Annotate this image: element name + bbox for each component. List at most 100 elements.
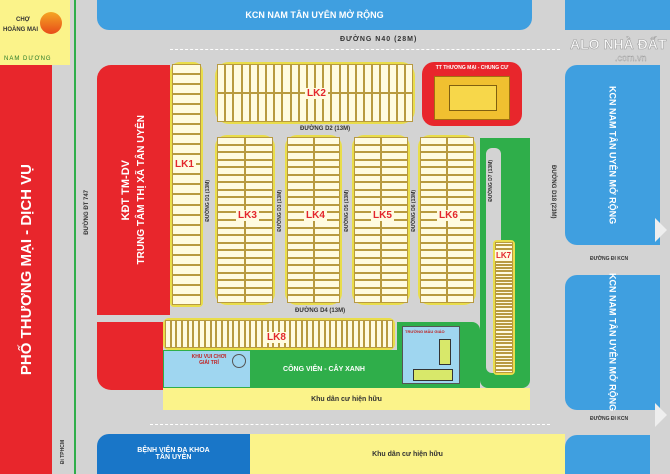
lot-lk5-37 xyxy=(354,272,381,281)
lot-lk8-30 xyxy=(330,320,336,348)
lot-lk2-47 xyxy=(396,93,405,122)
lot-lk6-44 xyxy=(447,295,474,303)
lot-lk4-16 xyxy=(313,189,340,198)
tt-thuong-mai-zone: TT THƯƠNG MẠI - CHUNG CƯ xyxy=(422,62,522,126)
lot-lk3-10 xyxy=(245,167,273,175)
lot-lk7-9 xyxy=(495,268,513,272)
lot-lk2-39 xyxy=(331,93,340,122)
road-label-d2: ĐƯỜNG D2 (13M) xyxy=(300,126,351,132)
lot-lk8-3 xyxy=(176,320,183,348)
block-label-lk1: LK1 xyxy=(173,159,196,170)
block-lk6: LK6 xyxy=(418,135,476,305)
kcn-right-zone-1: KCN NAM TÂN UYÊN MỞ RỘNG xyxy=(565,65,660,245)
lot-lk4-4 xyxy=(313,144,340,153)
lot-lk8-10 xyxy=(216,320,222,348)
lot-lk7-19 xyxy=(495,300,513,305)
lot-lk2-3 xyxy=(233,64,242,93)
lot-lk4-13 xyxy=(287,182,314,190)
lot-lk1-16 xyxy=(172,214,201,225)
road-label-d4: ĐƯỜNG D4 (13M) xyxy=(295,308,346,314)
lot-lk4-11 xyxy=(287,174,314,183)
lot-lk1-3 xyxy=(172,84,201,95)
lot-lk3-1 xyxy=(217,137,245,145)
lot-lk5-6 xyxy=(381,152,408,160)
lot-lk7-28 xyxy=(495,330,513,334)
lot-lk1-12 xyxy=(172,174,201,185)
lot-lk6-16 xyxy=(447,189,474,198)
lot-lk3-12 xyxy=(245,174,273,183)
lot-lk7-2 xyxy=(495,245,513,249)
lot-lk5-11 xyxy=(354,174,381,183)
lot-lk3-11 xyxy=(217,174,245,183)
lot-lk4-1 xyxy=(287,137,314,145)
lot-lk7-11 xyxy=(495,274,513,278)
lot-lk3-38 xyxy=(245,272,273,281)
lot-lk5-10 xyxy=(381,167,408,175)
lot-lk3-41 xyxy=(217,287,245,296)
lot-lk7-15 xyxy=(495,287,513,291)
lot-lk2-42 xyxy=(355,93,364,122)
lot-lk5-13 xyxy=(354,182,381,190)
lot-lk5-24 xyxy=(381,219,408,228)
lot-lk7-33 xyxy=(495,346,513,351)
lot-lk3-9 xyxy=(217,167,245,175)
kcn-right-zone-3 xyxy=(565,435,650,474)
lot-lk7-16 xyxy=(495,290,513,295)
lot-lk3-37 xyxy=(217,272,245,281)
lot-lk5-31 xyxy=(354,250,381,258)
lot-lk5-34 xyxy=(381,257,408,266)
block-lk2: LK2 xyxy=(215,62,415,124)
lot-lk8-31 xyxy=(335,320,342,348)
watermark-domain: .com.vn xyxy=(615,53,647,63)
lot-lk6-8 xyxy=(447,159,474,168)
lot-lk6-4 xyxy=(447,144,474,153)
lot-lk8-33 xyxy=(347,320,354,348)
lot-lk8-25 xyxy=(301,320,308,348)
lot-lk3-20 xyxy=(245,204,273,213)
lot-lk3-17 xyxy=(217,197,245,205)
lot-lk1-5 xyxy=(172,104,201,115)
arrow-right-icon xyxy=(655,218,667,242)
lot-lk2-24 xyxy=(404,64,413,93)
block-lk7: LK7 xyxy=(493,240,515,375)
lot-lk2-11 xyxy=(298,64,307,93)
lot-lk6-15 xyxy=(420,189,447,198)
block-label-lk5: LK5 xyxy=(371,210,394,221)
khu-dan-cu-zone-2: Khu dân cư hiện hữu xyxy=(250,434,565,474)
lot-lk3-18 xyxy=(245,197,273,205)
road-label-d6: ĐƯỜNG D6 (13M) xyxy=(411,190,417,232)
lot-lk2-25 xyxy=(217,93,226,122)
lot-lk8-6 xyxy=(193,320,200,348)
lot-lk7-20 xyxy=(495,304,513,308)
lot-lk7-30 xyxy=(495,336,513,341)
lot-lk6-37 xyxy=(420,272,447,281)
lot-lk2-34 xyxy=(290,93,299,122)
block-label-lk8: LK8 xyxy=(265,332,288,343)
lot-lk3-8 xyxy=(245,159,273,168)
lot-lk3-27 xyxy=(217,235,245,243)
lot-lk4-28 xyxy=(313,235,340,243)
lot-lk1-17 xyxy=(172,224,201,235)
lot-lk2-32 xyxy=(274,93,283,122)
lot-lk1-14 xyxy=(172,194,201,205)
lot-lk8-26 xyxy=(307,320,314,348)
lot-lk8-11 xyxy=(221,320,228,348)
lot-lk4-9 xyxy=(287,167,314,175)
lot-lk2-2 xyxy=(225,64,234,93)
lot-lk2-18 xyxy=(355,64,364,93)
lot-lk5-25 xyxy=(354,227,381,236)
lot-lk3-14 xyxy=(245,182,273,190)
lot-lk4-41 xyxy=(287,287,314,296)
lot-lk1-13 xyxy=(172,184,201,195)
lot-lk8-8 xyxy=(204,320,211,348)
block-label-lk2: LK2 xyxy=(305,88,328,99)
road-label-d5: ĐƯỜNG D5 (13M) xyxy=(344,190,350,232)
lot-lk3-36 xyxy=(245,265,273,273)
logo: CHỢ HOÀNG MAI NAM DƯƠNG xyxy=(0,0,70,65)
lot-lk4-42 xyxy=(313,287,340,296)
lot-lk6-28 xyxy=(447,235,474,243)
lot-lk4-29 xyxy=(287,242,314,251)
school-building-icon xyxy=(413,369,453,381)
lot-lk3-6 xyxy=(245,152,273,160)
lot-lk5-5 xyxy=(354,152,381,160)
